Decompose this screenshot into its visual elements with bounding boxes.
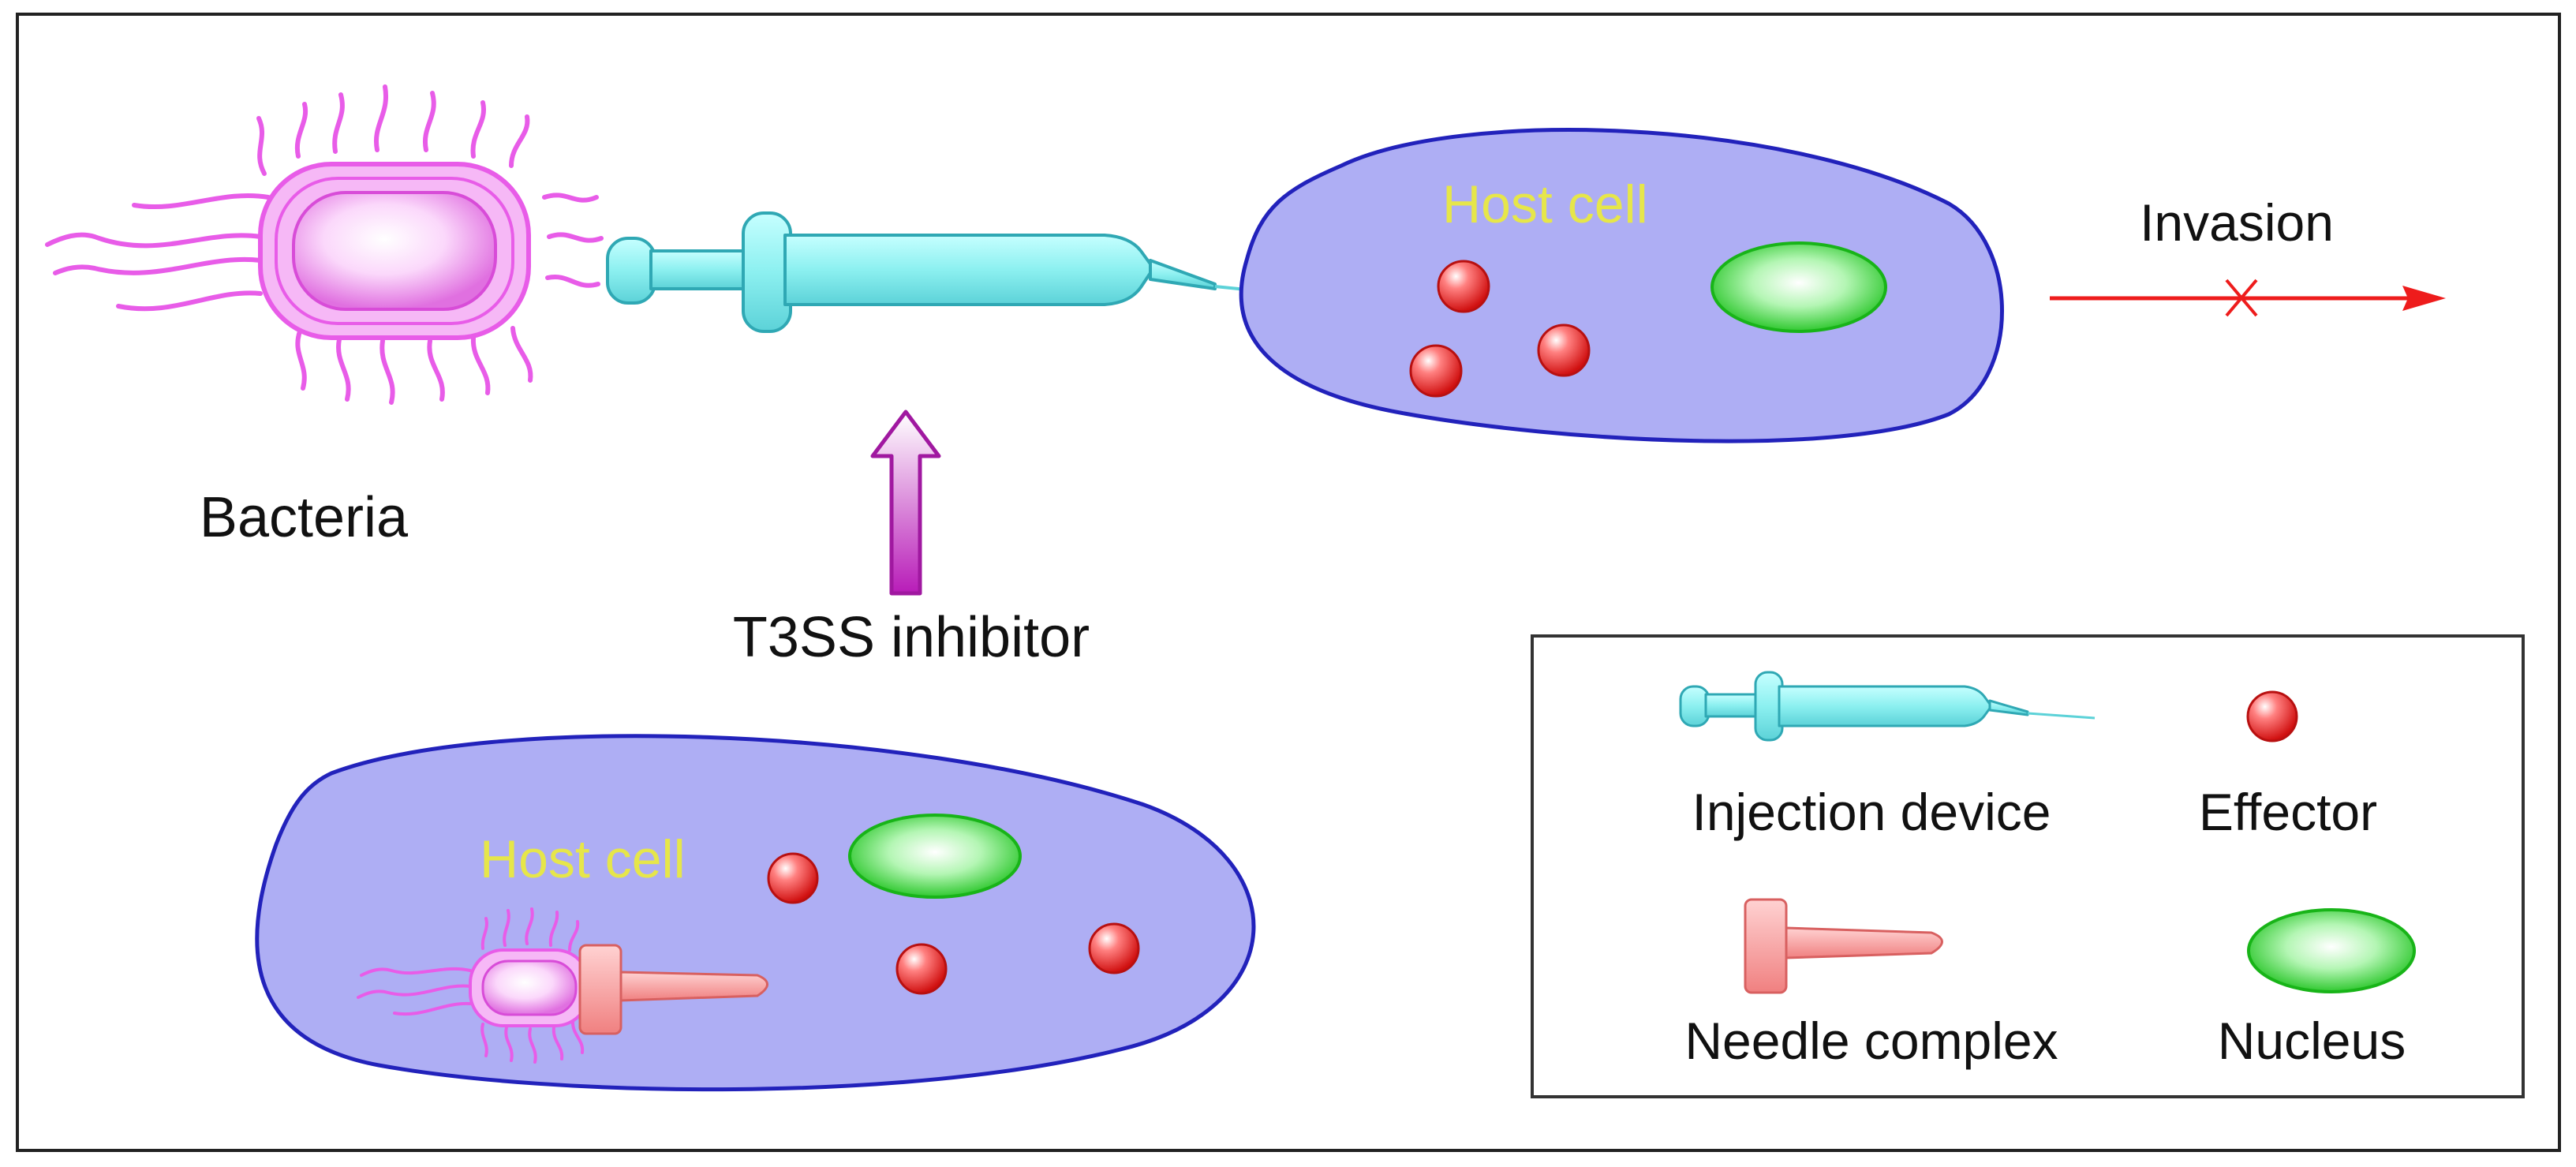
bacteria-inner-wall xyxy=(275,177,514,325)
invasion-label: Invasion xyxy=(2140,193,2334,252)
nucleus-icon xyxy=(2247,908,2416,993)
effector-icon xyxy=(1088,922,1140,974)
bacteria-icon xyxy=(357,907,585,1064)
needle-complex-icon xyxy=(1744,898,1943,994)
effector-icon xyxy=(1437,260,1490,313)
legend-needle-complex: Needle complex xyxy=(1684,1012,2058,1070)
host-cell-label-top: Host cell xyxy=(1442,174,1648,234)
bacteria-small-body xyxy=(481,959,578,1016)
effector-icon xyxy=(1537,324,1591,377)
syringe-icon xyxy=(606,211,1317,333)
legend-injection-device: Injection device xyxy=(1692,783,2051,841)
bacteria-body xyxy=(292,191,497,311)
nucleus-icon xyxy=(1710,241,1887,333)
legend-effector: Effector xyxy=(2199,783,2377,841)
syringe-icon xyxy=(1679,671,2096,742)
needle-complex-icon xyxy=(578,944,768,1035)
arrow-up-icon xyxy=(870,410,941,596)
inhibitor-label: T3SS inhibitor xyxy=(733,606,1090,669)
bacteria-icon xyxy=(45,84,604,405)
effector-icon xyxy=(767,852,819,904)
legend: Injection device Effector Needle complex… xyxy=(1531,634,2525,1098)
effector-icon xyxy=(1409,344,1463,398)
effector-icon xyxy=(2246,690,2298,742)
effector-icon xyxy=(895,943,948,995)
nucleus-icon xyxy=(848,814,1022,899)
bacteria-label: Bacteria xyxy=(200,486,409,549)
blocked-arrow-icon xyxy=(2050,279,2446,317)
legend-nucleus: Nucleus xyxy=(2218,1012,2406,1070)
host-cell-label-bottom: Host cell xyxy=(480,829,686,889)
